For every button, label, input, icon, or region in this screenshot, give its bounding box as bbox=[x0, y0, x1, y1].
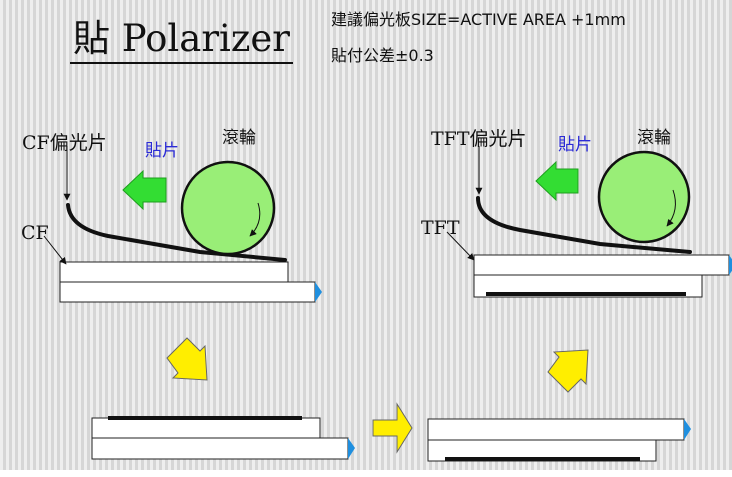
bottom-left-edge-marker bbox=[348, 438, 355, 459]
down-flow-arrow-icon bbox=[166, 337, 208, 381]
cf-substrate-pointer bbox=[43, 235, 67, 265]
left-green-arrow-icon bbox=[122, 169, 167, 211]
bottom-left-assembly bbox=[91, 416, 355, 460]
left-lamination-step bbox=[43, 146, 322, 303]
bottom-left-upper-glass bbox=[91, 417, 321, 439]
tolerance-note: 貼付公差±0.3 bbox=[331, 46, 434, 65]
bottom-strip bbox=[0, 470, 732, 477]
right-lamination-step bbox=[446, 146, 732, 298]
right-roller-rotation-icon bbox=[666, 189, 676, 227]
tft-substrate-pointer bbox=[446, 231, 475, 261]
right-attach-label: 貼片 bbox=[558, 135, 592, 155]
size-note: 建議偏光板SIZE=ACTIVE AREA +1mm bbox=[331, 10, 626, 29]
right-polarizer-film bbox=[476, 196, 692, 254]
left-lower-glass bbox=[59, 281, 316, 303]
left-polarizer-film bbox=[66, 203, 287, 262]
right-green-arrow-icon bbox=[535, 160, 579, 202]
cf-substrate-label: CF bbox=[21, 222, 49, 244]
tft-polarizer-label: TFT偏光片 bbox=[431, 128, 527, 150]
right-roller-label: 滾輪 bbox=[637, 128, 671, 148]
right-edge-marker bbox=[729, 255, 732, 275]
bottom-right-edge-marker bbox=[684, 419, 691, 440]
page-title: 貼 Polarizer bbox=[70, 16, 293, 64]
bottom-left-lower-glass bbox=[91, 437, 349, 460]
left-roller-label: 滾輪 bbox=[222, 128, 256, 148]
left-upper-glass bbox=[59, 261, 289, 283]
right-roller bbox=[597, 150, 691, 244]
left-attach-label: 貼片 bbox=[145, 141, 179, 161]
right-flow-arrow-icon bbox=[372, 402, 413, 454]
right-upper-glass bbox=[473, 254, 730, 276]
tft-substrate-label: TFT bbox=[421, 217, 460, 239]
cf-polarizer-label: CF偏光片 bbox=[22, 132, 107, 154]
left-roller bbox=[180, 160, 276, 256]
left-roller-rotation-icon bbox=[249, 202, 261, 237]
up-flow-arrow-icon bbox=[547, 349, 589, 393]
bottom-right-assembly bbox=[427, 418, 691, 462]
left-edge-marker bbox=[315, 282, 322, 302]
bottom-right-upper-glass bbox=[427, 418, 685, 441]
